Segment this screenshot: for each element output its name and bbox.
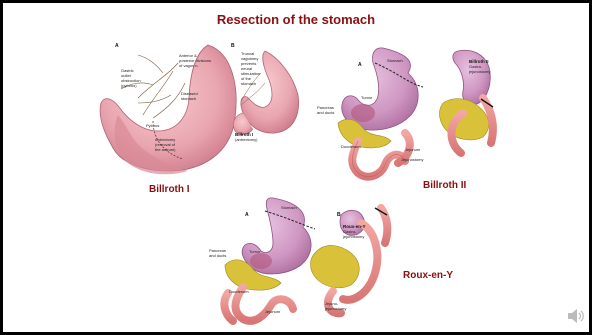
billroth-1-label: Billroth I [149, 184, 190, 195]
svg-text:Tumor: Tumor [249, 249, 261, 254]
svg-text:(pylorus): (pylorus) [121, 83, 137, 88]
svg-text:Jejunum: Jejunum [405, 147, 421, 152]
svg-text:Duodenum: Duodenum [229, 289, 249, 294]
billroth-2-illustration: A B Stomach Pancreas and ducts Tumor Duo… [317, 48, 493, 177]
svg-text:and ducts: and ducts [209, 253, 226, 258]
svg-text:stomach: stomach [241, 81, 256, 86]
svg-text:and ducts: and ducts [317, 110, 334, 115]
svg-text:B: B [231, 43, 235, 49]
svg-text:the antrum): the antrum) [155, 147, 176, 152]
svg-text:Jejunum: Jejunum [265, 309, 281, 314]
speaker-icon[interactable] [566, 308, 586, 324]
svg-text:jejunostomy: jejunostomy [324, 306, 346, 311]
svg-text:A: A [245, 212, 249, 218]
svg-text:Stomach: Stomach [281, 205, 297, 210]
svg-text:jejunostomy: jejunostomy [468, 69, 490, 74]
svg-text:Pylorus: Pylorus [146, 123, 159, 128]
billroth-2-label: Billroth II [423, 180, 466, 191]
svg-text:Tumor: Tumor [361, 95, 373, 100]
svg-text:Jejunostomy: Jejunostomy [401, 157, 423, 162]
svg-text:A: A [115, 43, 119, 49]
svg-text:of vagus n.: of vagus n. [179, 63, 199, 68]
slide: Resection of the stomach A B [3, 3, 589, 332]
roux-en-y-illustration: A B Stomach Pancreas and ducts Tumor Duo… [209, 198, 387, 321]
svg-text:Duodenum: Duodenum [341, 144, 361, 149]
svg-text:(antrectomy): (antrectomy) [235, 137, 258, 142]
billroth-1-illustration: A B Gastric outlet obstruction (pylorus)… [100, 43, 298, 174]
svg-text:A: A [358, 62, 362, 68]
svg-text:jejunostomy: jejunostomy [342, 234, 364, 239]
svg-text:Stomach: Stomach [387, 58, 403, 63]
svg-text:stomach: stomach [181, 96, 196, 101]
surgical-illustrations: A B Gastric outlet obstruction (pylorus)… [3, 3, 589, 332]
roux-en-y-label: Roux-en-Y [403, 270, 453, 281]
